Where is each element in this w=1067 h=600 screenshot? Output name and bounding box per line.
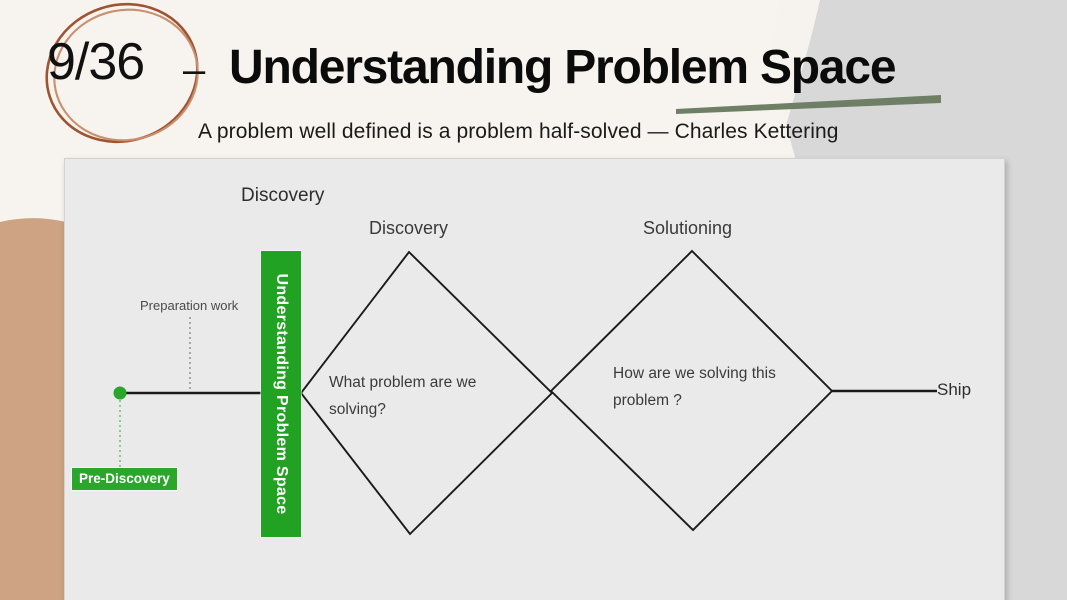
slide-subtitle: A problem well defined is a problem half…	[198, 120, 839, 143]
understanding-problem-space-bar-label: Understanding Problem Space	[273, 273, 290, 515]
diamond-discovery	[299, 250, 554, 536]
slide-header: 9/36 – Understanding Problem Space A pro…	[0, 0, 1067, 160]
diamond-discovery-question: What problem are we solving?	[329, 374, 477, 419]
label-discovery-phase: Discovery	[369, 218, 449, 238]
diamond-solutioning-question: How are we solving this problem ?	[613, 365, 776, 410]
diagram-panel: Discovery Discovery Solutioning Preparat…	[64, 158, 1005, 600]
label-preparation-work: Preparation work	[140, 298, 239, 313]
label-discovery-main: Discovery	[241, 185, 325, 206]
start-node-dot	[113, 386, 127, 400]
page-title: Understanding Problem Space	[229, 41, 897, 94]
pre-discovery-badge[interactable]: Pre-Discovery	[72, 468, 177, 490]
understanding-problem-space-bar[interactable]: Understanding Problem Space	[261, 251, 301, 537]
slide-counter: 9/36	[47, 33, 145, 91]
diagram-lines	[113, 249, 937, 536]
label-ship: Ship	[937, 380, 972, 399]
label-solutioning-phase: Solutioning	[643, 218, 733, 238]
diamond-solutioning	[549, 249, 834, 532]
title-dash: –	[183, 48, 206, 92]
